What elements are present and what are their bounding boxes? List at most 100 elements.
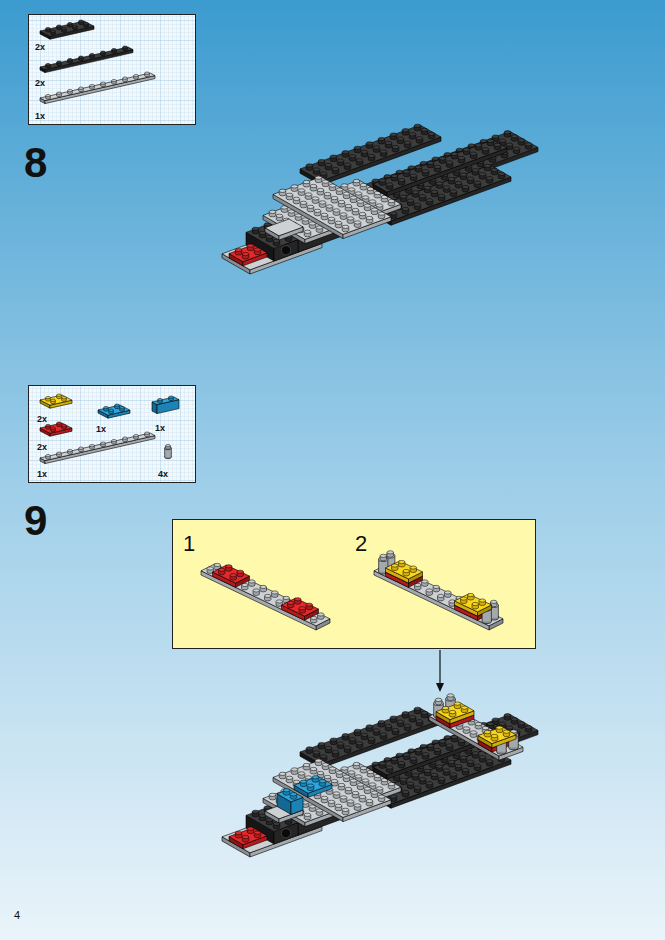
brick-top <box>373 140 507 192</box>
stud <box>353 179 360 182</box>
stud <box>235 248 242 251</box>
stud <box>416 720 423 723</box>
stud <box>306 747 313 750</box>
stud <box>380 150 387 153</box>
stud <box>378 212 385 215</box>
stud <box>325 746 332 749</box>
stud <box>467 760 474 763</box>
stud <box>404 141 411 144</box>
stud <box>373 146 380 149</box>
brick-top <box>366 714 538 783</box>
stud <box>291 185 298 188</box>
stud <box>361 733 368 736</box>
stud <box>321 213 328 216</box>
stud <box>480 139 487 142</box>
stud <box>376 204 383 207</box>
stud <box>415 166 422 169</box>
stud <box>317 188 324 191</box>
stud <box>455 764 462 767</box>
stud <box>455 181 462 184</box>
stud <box>369 200 376 203</box>
stud <box>460 756 467 759</box>
stud <box>386 183 393 186</box>
stud <box>472 169 479 172</box>
stud <box>376 204 383 207</box>
stud <box>486 760 493 763</box>
stud <box>276 214 283 217</box>
stud <box>414 707 421 710</box>
stud <box>357 200 364 203</box>
stud <box>513 147 520 150</box>
stud <box>463 148 470 151</box>
stud <box>362 196 369 199</box>
brick-side <box>387 148 507 196</box>
stud <box>482 148 489 151</box>
stud <box>359 212 366 215</box>
stud <box>436 765 443 768</box>
stud <box>467 177 474 180</box>
panel-ground <box>28 14 196 125</box>
stud <box>431 773 438 776</box>
stud <box>303 180 310 183</box>
stud <box>352 208 359 211</box>
stud <box>349 738 356 741</box>
stud <box>422 170 429 173</box>
stud <box>354 729 361 732</box>
stud <box>396 753 403 756</box>
stud <box>518 722 525 725</box>
stud <box>345 204 352 207</box>
stud <box>340 213 347 216</box>
stud <box>499 722 506 725</box>
stud <box>347 217 354 220</box>
stud <box>525 143 532 146</box>
stud <box>330 738 337 741</box>
stud <box>279 189 286 192</box>
stud <box>486 177 493 180</box>
stud <box>448 760 455 763</box>
stud <box>420 161 427 164</box>
stud <box>354 221 361 224</box>
stud <box>408 749 415 752</box>
stud <box>392 728 399 731</box>
stud <box>332 167 339 170</box>
stud <box>298 189 305 192</box>
technic-hole <box>281 829 290 838</box>
stud <box>354 146 361 149</box>
stud <box>446 161 453 164</box>
stud <box>372 762 379 765</box>
stud <box>337 159 344 162</box>
stud <box>407 199 414 202</box>
stud <box>366 725 373 728</box>
stud <box>330 155 337 158</box>
stud <box>511 718 518 721</box>
stud <box>444 153 451 156</box>
stud <box>385 141 392 144</box>
stud <box>410 174 417 177</box>
stud <box>456 148 463 151</box>
stud <box>424 186 431 189</box>
stud <box>356 159 363 162</box>
stud <box>412 191 419 194</box>
stud <box>338 200 345 203</box>
stud <box>506 143 513 146</box>
stud <box>373 729 380 732</box>
stud <box>426 782 433 785</box>
stud <box>504 714 511 717</box>
stud <box>402 790 409 793</box>
stud <box>306 164 313 167</box>
stud <box>242 835 249 838</box>
stud <box>475 144 482 147</box>
stud <box>366 216 373 219</box>
stud <box>319 201 326 204</box>
stud <box>324 192 331 195</box>
stud <box>313 168 320 171</box>
stud <box>361 150 368 153</box>
stud <box>318 742 325 745</box>
stud <box>348 188 355 191</box>
stud <box>403 170 410 173</box>
stud <box>310 184 317 187</box>
stud <box>314 209 321 212</box>
stud <box>335 221 342 224</box>
stud <box>426 199 433 202</box>
technic-hole <box>281 246 290 255</box>
